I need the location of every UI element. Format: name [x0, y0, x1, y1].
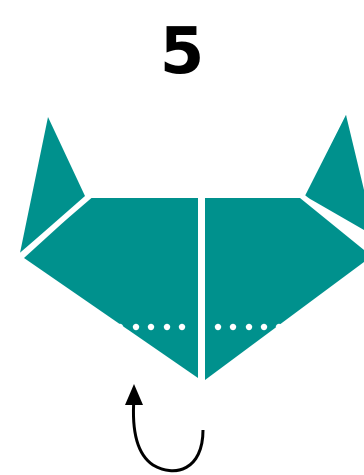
fold-arrow-head	[125, 384, 143, 405]
fold-arrow	[133, 398, 203, 471]
